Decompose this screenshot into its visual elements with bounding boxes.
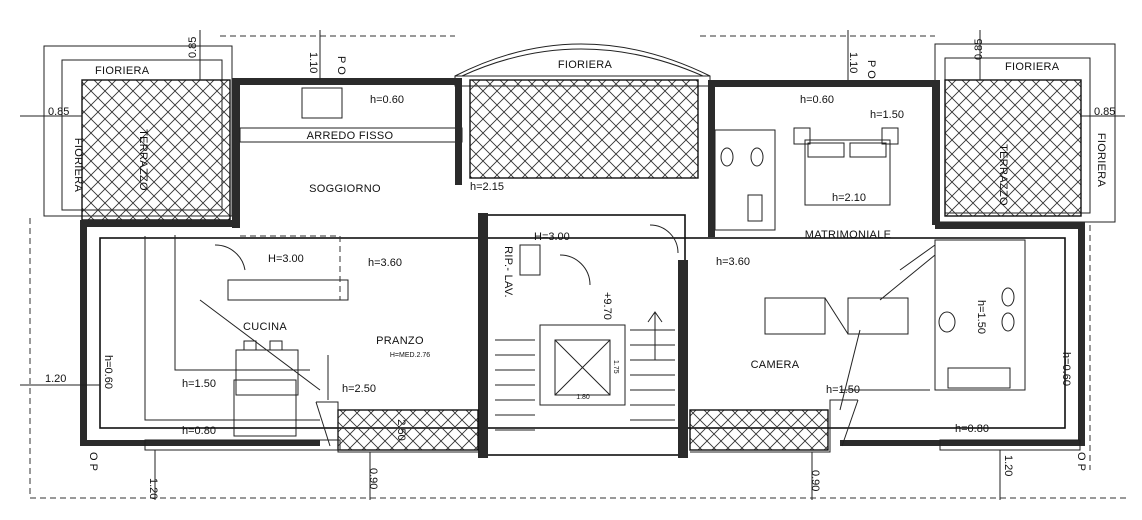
- room-label-soggiorno: SOGGIORNO: [309, 183, 381, 195]
- planter-label: FIORIERA: [558, 59, 613, 71]
- terrace-label: TERRAZZO: [137, 129, 149, 191]
- dim-h300-a: H=3.00: [534, 231, 570, 243]
- dim-h060: h=0.60: [102, 355, 114, 389]
- dim-h060: h=0.60: [1060, 352, 1072, 386]
- room-label-rip-lav: RIP.- LAV.: [502, 246, 514, 298]
- dim-h360: h=3.60: [716, 256, 750, 268]
- dim-h060: h=0.60: [800, 94, 834, 106]
- planter-top-center: FIORIERA: [454, 43, 711, 179]
- dim-h970: +9.70: [601, 292, 613, 320]
- terrace-right: TERRAZZO: [944, 79, 1082, 217]
- dim-h300-b: H=3.00: [268, 253, 304, 265]
- dim-2.50-vertical: 2.50: [395, 419, 407, 440]
- lift-width: 1.80: [576, 394, 590, 401]
- dim-110: 1.10: [847, 52, 859, 73]
- dim-h150: h=1.50: [182, 378, 216, 390]
- planter-label: FIORIERA: [1095, 133, 1107, 188]
- dim-110: 1.10: [307, 52, 319, 73]
- dim-h360: h=3.60: [368, 257, 402, 269]
- dim-085: 0.85: [973, 39, 985, 60]
- lift-depth: 1.75: [612, 360, 619, 374]
- dim-120: 1.20: [147, 478, 159, 499]
- dimension-lines: [20, 30, 1125, 500]
- pranzo-height: H=MED.2.76: [390, 352, 430, 359]
- op-marker: O P: [87, 452, 99, 471]
- dim-h150: h=1.50: [826, 384, 860, 396]
- dim-h060: h=0.60: [370, 94, 404, 106]
- room-label-camera: CAMERA: [751, 359, 800, 371]
- outer-walls: [80, 78, 1085, 446]
- op-marker: O P: [1075, 452, 1087, 471]
- dim-090: 0.90: [809, 470, 821, 491]
- room-label-pranzo: PRANZO: [376, 335, 424, 347]
- balconies-bottom: 2.50: [144, 399, 1081, 453]
- stair-core: RIP.- LAV. H=3.00 +9.70 1.80 1.75: [478, 213, 688, 458]
- dim-h080: h=0.80: [955, 423, 989, 435]
- dim-090: 0.90: [367, 468, 379, 489]
- terrace-label: TERRAZZO: [997, 144, 1009, 206]
- dim-120: 1.20: [45, 373, 66, 385]
- dim-085: 0.85: [187, 37, 199, 58]
- room-label-matrimoniale: MATRIMONIALE: [805, 229, 892, 241]
- dim-h080: h=0.80: [182, 425, 216, 437]
- fixed-furniture: ARREDO FISSO: [239, 85, 463, 185]
- dim-h215: h=2.15: [470, 181, 504, 193]
- dim-h210: h=2.10: [832, 192, 866, 204]
- dim-085: 0.85: [1094, 106, 1115, 118]
- po-marker: P O: [865, 60, 877, 79]
- dim-085: 0.85: [48, 106, 69, 118]
- dim-h150: h=1.50: [975, 300, 987, 334]
- terrace-left: TERRAZZO: [81, 79, 231, 221]
- planter-label: FIORIERA: [72, 138, 84, 193]
- dim-h250: h=2.50: [342, 383, 376, 395]
- fixed-furniture-label: ARREDO FISSO: [307, 130, 394, 142]
- dim-h150: h=1.50: [870, 109, 904, 121]
- bedroom-area: MATRIMONIALE CAMERA: [708, 87, 1026, 411]
- dimension-labels: h=0.60 h=0.60 h=1.50 h=2.15 h=2.10 H=3.0…: [45, 37, 1115, 500]
- po-marker: P O: [335, 56, 347, 75]
- room-label-cucina: CUCINA: [243, 321, 287, 333]
- dim-120: 1.20: [1002, 455, 1014, 476]
- planter-label: FIORIERA: [1005, 61, 1060, 73]
- site-boundary: [29, 35, 1130, 499]
- planter-label: FIORIERA: [95, 65, 150, 77]
- living-area: SOGGIORNO PRANZO H=MED.2.76 CUCINA: [144, 183, 430, 437]
